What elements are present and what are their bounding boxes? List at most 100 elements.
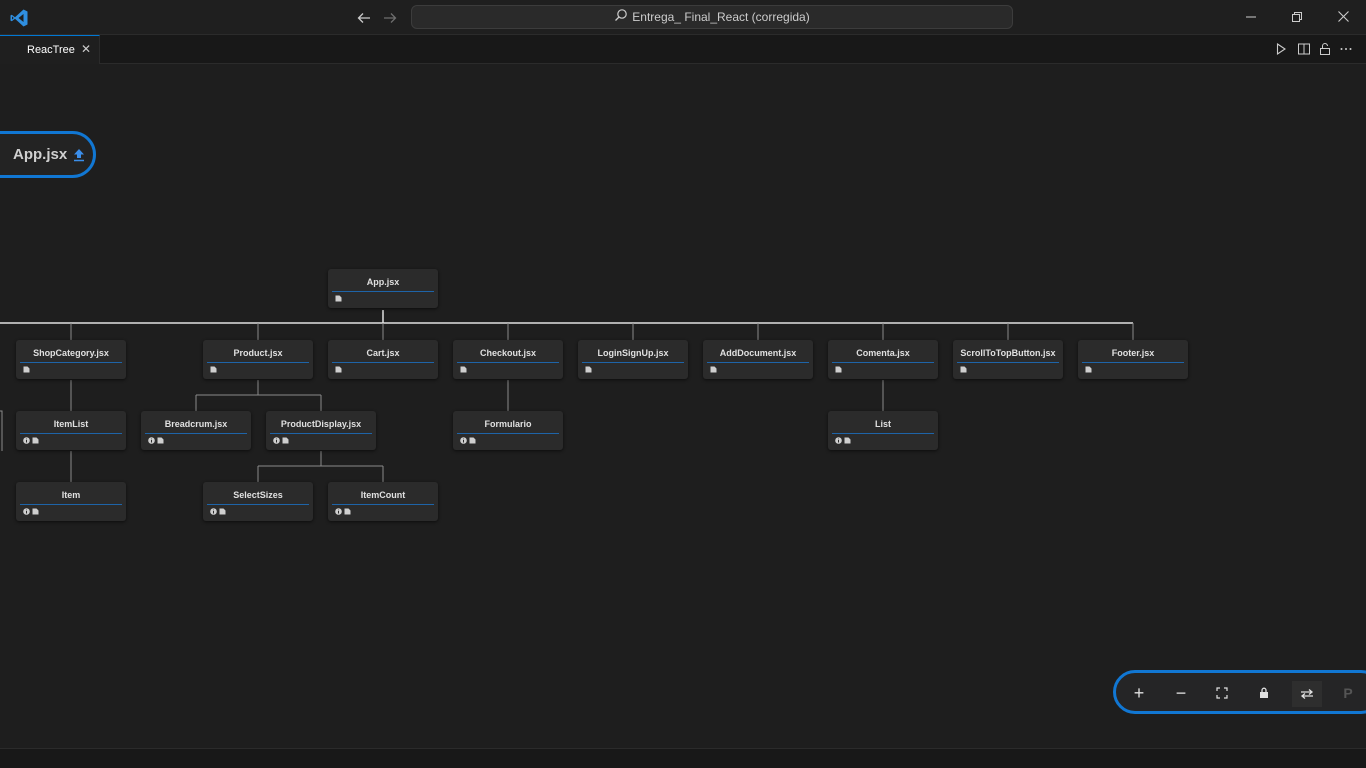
- fit-view-icon: [1216, 687, 1228, 699]
- file-icon[interactable]: [585, 366, 592, 373]
- file-icon[interactable]: [960, 366, 967, 373]
- tree-node-loginsignup[interactable]: LoginSignUp.jsx: [578, 340, 688, 379]
- back-arrow-icon[interactable]: [354, 8, 374, 28]
- tree-node-itemcount[interactable]: ItemCount: [328, 482, 438, 521]
- tree-node-product[interactable]: Product.jsx: [203, 340, 313, 379]
- close-window-button[interactable]: [1320, 0, 1366, 35]
- tree-node-item[interactable]: Item: [16, 482, 126, 521]
- node-divider: [832, 362, 934, 363]
- node-divider: [457, 362, 559, 363]
- lock-icon: [1260, 687, 1268, 698]
- node-divider: [457, 433, 559, 434]
- upload-icon[interactable]: [73, 148, 85, 162]
- zoom-out-button[interactable]: −: [1175, 683, 1187, 703]
- flow-controls: + − P: [1113, 670, 1366, 714]
- file-icon[interactable]: [23, 366, 30, 373]
- file-icon[interactable]: [344, 508, 351, 515]
- node-label: ItemCount: [360, 490, 406, 500]
- tab-close-icon[interactable]: ✕: [81, 42, 92, 56]
- info-icon[interactable]: [835, 437, 842, 444]
- root-file-label: App.jsx: [13, 146, 68, 163]
- node-divider: [145, 433, 247, 434]
- swap-orientation-button[interactable]: [1292, 681, 1322, 707]
- file-icon[interactable]: [282, 437, 289, 444]
- lock-icon[interactable]: [1317, 41, 1333, 57]
- file-icon[interactable]: [210, 366, 217, 373]
- tab-label: ReacTree: [27, 44, 75, 56]
- node-label: ProductDisplay.jsx: [280, 419, 362, 429]
- file-icon[interactable]: [835, 366, 842, 373]
- file-icon[interactable]: [844, 437, 851, 444]
- tree-node-scrolltotop[interactable]: ScrollToTopButton.jsx: [953, 340, 1063, 379]
- info-icon[interactable]: [23, 508, 30, 515]
- file-icon[interactable]: [219, 508, 226, 515]
- info-icon[interactable]: [210, 508, 217, 515]
- node-label: Formulario: [484, 419, 532, 429]
- info-icon[interactable]: [273, 437, 280, 444]
- more-icon[interactable]: [1338, 41, 1354, 57]
- fit-view-button[interactable]: [1210, 681, 1234, 705]
- node-label: Checkout.jsx: [479, 348, 537, 358]
- close-icon: [1337, 11, 1349, 22]
- node-divider: [20, 433, 122, 434]
- node-label: Product.jsx: [233, 348, 283, 358]
- status-bar: [0, 748, 1366, 768]
- extra-control-button[interactable]: P: [1343, 685, 1353, 701]
- file-icon[interactable]: [335, 295, 342, 302]
- title-bar: Entrega_ Final_React (corregida): [0, 0, 1366, 35]
- tree-canvas[interactable]: App.jsx App.jsx ShopCategory.jsx Product…: [0, 64, 1366, 748]
- command-center-search[interactable]: Entrega_ Final_React (corregida): [411, 5, 1013, 29]
- tree-node-adddocument[interactable]: AddDocument.jsx: [703, 340, 813, 379]
- node-label: AddDocument.jsx: [719, 348, 797, 358]
- node-label: App.jsx: [366, 277, 400, 287]
- run-icon[interactable]: [1273, 41, 1289, 57]
- zoom-in-button[interactable]: +: [1133, 683, 1145, 703]
- tree-edges: [0, 310, 1134, 482]
- tree-node-app[interactable]: App.jsx: [328, 269, 438, 308]
- node-divider: [270, 433, 372, 434]
- split-editor-icon[interactable]: [1296, 41, 1312, 57]
- info-icon[interactable]: [148, 437, 155, 444]
- node-label: Footer.jsx: [1111, 348, 1155, 358]
- node-label: ItemList: [53, 419, 89, 429]
- node-label: List: [874, 419, 891, 429]
- vscode-logo[interactable]: [9, 8, 29, 28]
- file-icon[interactable]: [460, 366, 467, 373]
- info-icon[interactable]: [335, 508, 342, 515]
- command-center-label: Entrega_ Final_React (corregida): [632, 10, 810, 24]
- file-icon[interactable]: [32, 508, 39, 515]
- node-label: Item: [61, 490, 81, 500]
- node-divider: [582, 362, 684, 363]
- file-icon[interactable]: [710, 366, 717, 373]
- tree-node-selectsizes[interactable]: SelectSizes: [203, 482, 313, 521]
- tree-node-shopcategory[interactable]: ShopCategory.jsx: [16, 340, 126, 379]
- restore-button[interactable]: [1274, 0, 1320, 35]
- tree-node-formulario[interactable]: Formulario: [453, 411, 563, 450]
- tree-node-itemlist[interactable]: ItemList: [16, 411, 126, 450]
- node-label: ShopCategory.jsx: [33, 348, 109, 358]
- tree-node-productdisplay[interactable]: ProductDisplay.jsx: [266, 411, 376, 450]
- tab-reactree[interactable]: ReacTree ✕: [0, 35, 100, 64]
- node-divider: [332, 291, 434, 292]
- info-icon[interactable]: [460, 437, 467, 444]
- tree-node-cart[interactable]: Cart.jsx: [328, 340, 438, 379]
- file-icon[interactable]: [469, 437, 476, 444]
- search-icon: [614, 7, 628, 29]
- lock-canvas-button[interactable]: [1252, 681, 1276, 705]
- minimize-button[interactable]: [1228, 0, 1274, 35]
- tree-node-checkout[interactable]: Checkout.jsx: [453, 340, 563, 379]
- forward-arrow-icon[interactable]: [380, 8, 400, 28]
- file-icon[interactable]: [32, 437, 39, 444]
- tree-node-footer[interactable]: Footer.jsx: [1078, 340, 1188, 379]
- root-file-pill[interactable]: App.jsx: [0, 131, 96, 178]
- node-label: LoginSignUp.jsx: [597, 348, 669, 358]
- file-icon[interactable]: [1085, 366, 1092, 373]
- info-icon[interactable]: [23, 437, 30, 444]
- node-divider: [1082, 362, 1184, 363]
- file-icon[interactable]: [335, 366, 342, 373]
- tree-node-comenta[interactable]: Comenta.jsx: [828, 340, 938, 379]
- tree-node-breadcrum[interactable]: Breadcrum.jsx: [141, 411, 251, 450]
- file-icon[interactable]: [157, 437, 164, 444]
- node-divider: [20, 504, 122, 505]
- tree-node-list[interactable]: List: [828, 411, 938, 450]
